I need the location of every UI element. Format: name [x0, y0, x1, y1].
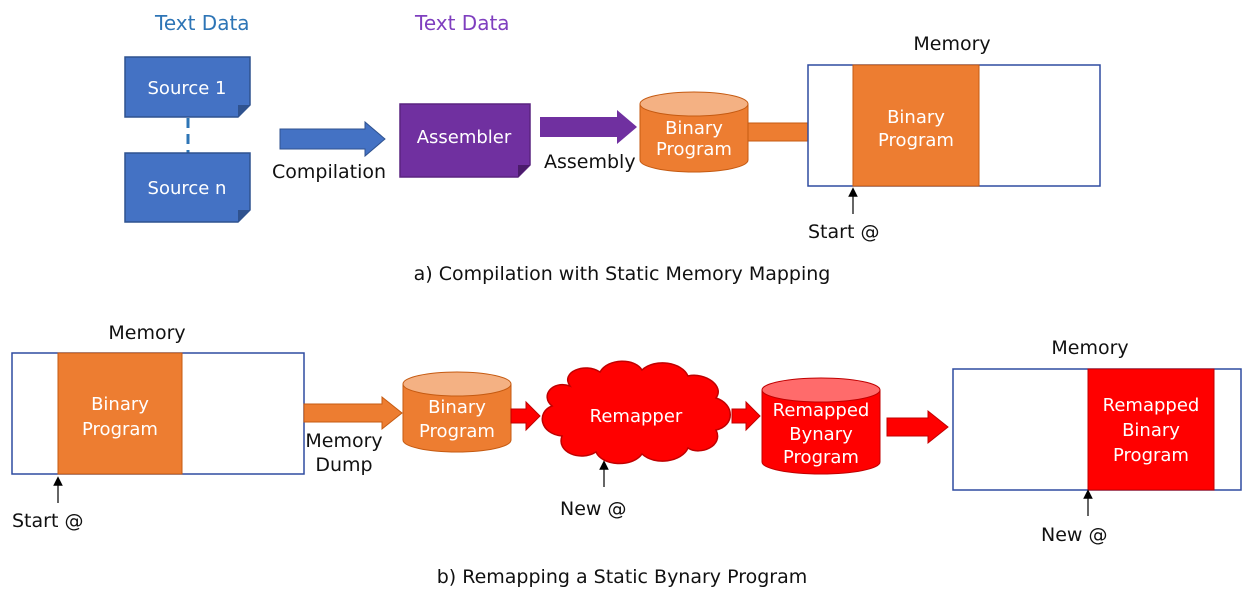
assembler-header: Text Data [414, 11, 510, 35]
source-n-document: Source n [124, 152, 251, 223]
remapper-label: Remapper [590, 406, 683, 427]
memory-title-top: Memory [913, 33, 990, 55]
caption-a: a) Compilation with Static Memory Mappin… [414, 263, 831, 285]
to-remapped-cylinder-arrow [731, 400, 761, 432]
compilation-label: Compilation [272, 161, 386, 183]
memory-new-label: New @ [1041, 524, 1107, 546]
assembler-document: Assembler [399, 103, 531, 178]
remapped-program-cylinder: Remapped Bynary Program [761, 377, 881, 475]
start-label-top: Start @ [808, 221, 879, 243]
assembly-label: Assembly [544, 151, 636, 173]
assembly-arrow [540, 110, 637, 144]
memory-block-top-line2: Program [878, 130, 954, 151]
caption-b: b) Remapping a Static Bynary Program [437, 566, 808, 588]
memory-block-top-line1: Binary [887, 107, 945, 128]
memory-right-line3: Program [1113, 445, 1189, 466]
memory-dump-arrow [303, 395, 403, 431]
memory-right-line2: Binary [1122, 420, 1180, 441]
binary-program-cylinder-bottom: Binary Program [402, 371, 512, 453]
memory-binary-block-top: Binary Program [852, 64, 980, 187]
remapped-cyl-line3: Program [783, 447, 859, 468]
source-header: Text Data [154, 11, 250, 35]
memory-right-line1: Remapped [1103, 395, 1200, 416]
to-memory-right-arrow [886, 409, 949, 445]
memory-binary-block-bottom-left: Binary Program [57, 352, 183, 475]
source-n-label: Source n [148, 178, 227, 199]
source-1-label: Source 1 [148, 78, 227, 99]
cylinder-bottom-line2: Program [419, 421, 495, 442]
remapper-cloud: Remapper [541, 360, 731, 465]
remapper-new-label: New @ [560, 498, 626, 520]
memory-left-line2: Program [82, 419, 158, 440]
memory-dump-line2: Dump [315, 454, 372, 476]
memory-dump-line1: Memory [305, 430, 382, 452]
memory-remapped-block: Remapped Binary Program [1087, 368, 1215, 491]
assembler-label: Assembler [417, 127, 512, 148]
source-1-document: Source 1 [124, 56, 251, 118]
memory-left-line1: Binary [91, 394, 149, 415]
compilation-arrow [279, 120, 386, 158]
cylinder-bottom-line1: Binary [428, 397, 486, 418]
cylinder-top-line2: Program [656, 139, 732, 160]
memory-title-bottom-left: Memory [108, 322, 185, 344]
remapped-cyl-line1: Remapped [773, 400, 870, 421]
remapped-cyl-line2: Bynary [789, 424, 853, 445]
cylinder-top-line1: Binary [665, 118, 723, 139]
to-remapper-arrow [510, 400, 541, 432]
memory-title-bottom-right: Memory [1051, 337, 1128, 359]
binary-program-cylinder-top: Binary Program [639, 91, 749, 173]
start-label-bottom: Start @ [12, 510, 83, 532]
